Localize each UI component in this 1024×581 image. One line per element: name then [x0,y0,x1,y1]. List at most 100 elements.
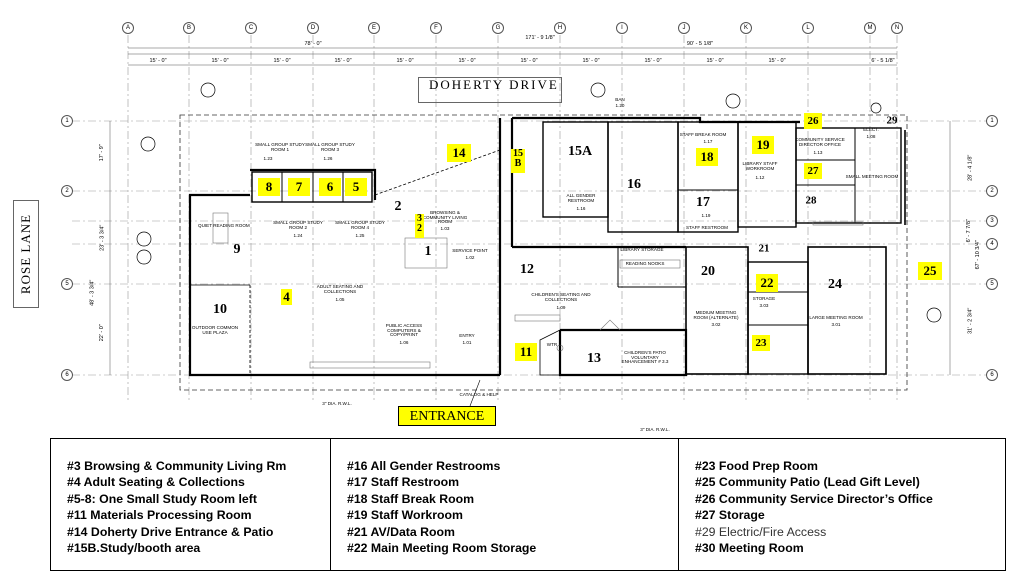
grid-bubble-row-6-right: 6 [986,369,998,381]
legend-item: #18 Staff Break Room [347,491,475,506]
dim-right: 28' - 4 1/8" [967,154,974,181]
legend-item: #29 Electric/Fire Access [695,524,827,539]
room-label-adult: ADULT SEATING AND COLLECTIONS [316,284,364,294]
room-number-17: 17 [696,195,710,210]
room-label-smallmeet: SMALL MEETING ROOM [845,174,899,179]
room-label-outdoor: OUTDOOR COMMON USE PLAZA [191,325,239,335]
room-code-sg4: 1.25 [355,233,365,238]
legend-item: #30 Meeting Room [695,541,804,556]
room-label-downspout: 3" DIA. R.W.L. [640,427,670,432]
legend-item: #23 Food Prep Room [695,459,818,473]
legend-column-1: #3 Browsing & Community Living Rm #4 Adu… [51,439,331,570]
highlight-25: 25 [918,262,942,280]
legend-item: #4 Adult Seating & Collections [67,475,245,490]
room-number-12: 12 [520,262,534,277]
legend-item: #17 Staff Restroom [347,475,460,490]
entrance-label: ENTRANCE [398,406,496,426]
room-code-medium: 3.02 [711,322,721,327]
furniture [212,212,864,369]
legend-item: #3 Browsing & Community Living Rm [67,459,287,473]
highlight-15b: 15 B [511,149,525,173]
dim-overall-right: 90' - 5 1/8" [686,41,714,47]
dim-bay: 15' - 0" [458,58,476,64]
dim-right: 67' - 10 3/4" [974,240,981,270]
grid-bubble-m: M [864,22,876,34]
dim-right: 31' - 2 3/4" [967,307,974,334]
legend-item: #19 Staff Workroom [347,508,463,523]
highlight-27: 27 [804,163,822,179]
highlight-18: 18 [696,148,718,166]
room-number-24: 24 [828,277,842,292]
dim-bay: 15' - 0" [396,58,414,64]
dim-left: 22' - 0" [98,324,105,342]
street-label-rose-lane-text: ROSE LANE [18,213,33,295]
room-label-staffbreak: STAFF BREAK ROOM [679,132,727,137]
room-number-13: 13 [587,351,601,366]
room-label-patio: CHILDREN'S PATIO VOLUNTARY ENHANCEMENT #… [621,350,669,365]
grid-bubble-row-1-right: 1 [986,115,998,127]
grid-bubble-l: L [802,22,814,34]
legend-item: #21 AV/Data Room [347,524,455,539]
section-markers [136,82,942,323]
room-label-libstaff: LIBRARY STAFF WORKROOM [742,161,778,171]
grid-bubble-k: K [740,22,752,34]
dim-left: 23' - 3 3/4" [99,224,106,251]
room-label-public: PUBLIC ACCESS COMPUTERS & COPY/PRINT [385,323,423,338]
highlight-5: 5 [345,178,367,196]
highlight-26: 26 [804,113,822,129]
highlight-11: 11 [515,343,537,361]
room-code-libstaff: 1.12 [755,175,765,180]
grid-lines [72,35,988,400]
grid-bubble-d: D [307,22,319,34]
street-label-doherty-drive: DOHERTY DRIVE [418,77,562,103]
site-boundary [179,114,908,391]
room-number-9: 9 [233,242,241,257]
room-number-15a: 15A [567,144,593,159]
room-code-sg2: 1.24 [293,233,303,238]
room-label-browse: BROWSING & COMMUNITY LIVING ROOM [422,210,468,225]
room-label-sg2: SMALL GROUP STUDY ROOM 2 [273,220,323,230]
dim-overall-left: 78' - 0" [304,41,322,47]
entrance-leader [469,379,481,407]
room-label-sg3: SMALL GROUP STUDY ROOM 3 [305,142,355,152]
room-code-large: 3.01 [831,322,841,327]
grid-bubble-e: E [368,22,380,34]
dim-bay: 6' - 5 1/8" [871,58,895,64]
legend-item: #14 Doherty Drive Entrance & Patio [67,524,274,539]
highlight-7: 7 [288,178,310,196]
room-label-reading: READING NOOKS [625,261,665,266]
legend-item: #27 Storage [695,508,765,523]
floor-plan-drawing [72,35,988,407]
legend-item: #22 Main Meeting Room Storage [347,541,537,556]
room-label-downspout: 3" DIA. R.W.L. [322,401,352,406]
room-number-29: 29 [886,114,898,127]
highlight-8: 8 [258,178,280,196]
grid-bubble-h: H [554,22,566,34]
room-code-sg3: 1.26 [323,156,333,161]
grid-bubble-row-4-right: 4 [986,238,998,250]
room-number-10: 10 [213,302,227,317]
room-number-16: 16 [627,177,641,192]
room-label-sg4: SMALL GROUP STUDY ROOM 4 [335,220,385,230]
highlight-6: 6 [319,178,341,196]
room-label-sg1: SMALL GROUP STUDY ROOM 1 [255,142,305,152]
room-code-allgender: 1.16 [576,206,586,211]
grid-bubble-g: G [492,22,504,34]
room-label-wtr: WTR [546,342,558,347]
room-code-storage: 3.03 [759,303,769,308]
legend-item: #15B.Study/booth area [67,541,201,556]
street-label-rose-lane: ROSE LANE [13,200,39,308]
grid-bubble-i: I [616,22,628,34]
room-label-staffrest: STAFF RESTROOM [685,225,729,230]
grid-bubble-b: B [183,22,195,34]
grid-bubble-row-2-right: 2 [986,185,998,197]
grid-bubble-j: J [678,22,690,34]
highlight-15-suffix: B [514,158,522,169]
room-number-21: 21 [758,242,770,255]
highlight-19: 19 [752,136,774,154]
legend-column-3: #23 Food Prep Room #25 Community Patio (… [679,439,1005,570]
legend-item: #25 Community Patio (Lead Gift Level) [695,475,920,490]
highlight-3: 3 2 [415,214,424,238]
room-label-catalog: CATALOG & HELP [459,392,499,397]
room-code-elec: 1.08 [866,134,876,139]
